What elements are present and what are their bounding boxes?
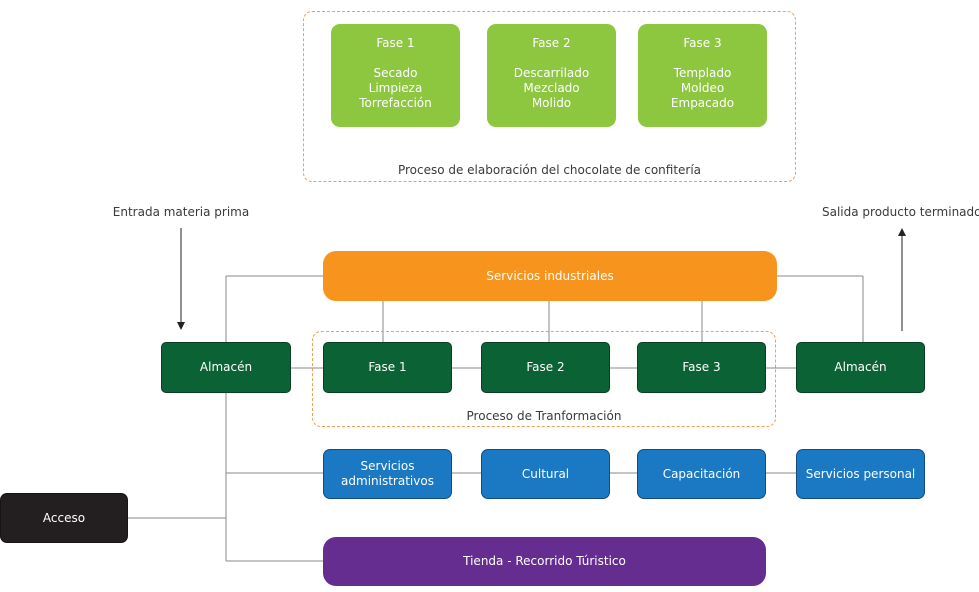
top-phase-1-step-2: Limpieza: [368, 81, 423, 95]
chocolate-process-region: [303, 11, 796, 182]
acceso-label: Acceso: [42, 510, 86, 525]
top-phase-2-step-3: Molido: [531, 96, 572, 110]
top-phase-3-step-1: Templado: [673, 66, 732, 80]
almacen-out-box: Almacén: [796, 342, 925, 393]
top-phase-1-step-3: Torrefacción: [359, 96, 432, 110]
servicios-industriales-box: Servicios industriales: [323, 251, 777, 301]
top-phase-3-step-3: Empacado: [670, 96, 735, 110]
acceso-box: Acceso: [0, 493, 128, 543]
almacen-out-label: Almacén: [834, 360, 887, 374]
fase-3-box: Fase 3: [637, 342, 766, 393]
fase-1-label: Fase 1: [368, 360, 407, 374]
top-phase-2-title: Fase 2: [532, 36, 571, 50]
transformation-region: [312, 331, 776, 427]
top-phase-2-step-1: Descarrilado: [513, 66, 590, 80]
almacen-in-label: Almacén: [199, 360, 253, 374]
cultural-box: Cultural: [481, 449, 610, 499]
cultural-label: Cultural: [521, 466, 570, 481]
servicios-personal-label: Servicios personal: [805, 466, 916, 481]
fase-3-label: Fase 3: [682, 360, 721, 374]
servicios-industriales-label: Servicios industriales: [486, 268, 614, 283]
chocolate-process-caption: Proceso de elaboración del chocolate de …: [397, 163, 702, 177]
salida-label: Salida producto terminado: [822, 205, 979, 219]
servicios-administrativos-label: Servicios administrativos: [341, 459, 434, 488]
top-phase-1: Fase 1 Secado Limpieza Torrefacción: [331, 24, 460, 127]
tienda-label: Tienda - Recorrido Túristico: [463, 554, 626, 568]
entrada-label: Entrada materia prima: [112, 205, 250, 219]
top-phase-1-step-1: Secado: [373, 66, 418, 80]
capacitacion-label: Capacitación: [662, 466, 741, 481]
fase-2-box: Fase 2: [481, 342, 610, 393]
top-phase-3: Fase 3 Templado Moldeo Empacado: [638, 24, 767, 127]
transformation-caption: Proceso de Tranformación: [466, 409, 622, 423]
fase-1-box: Fase 1: [323, 342, 452, 393]
fase-2-label: Fase 2: [526, 360, 565, 374]
top-phase-2: Fase 2 Descarrilado Mezclado Molido: [487, 24, 616, 127]
almacen-in-box: Almacén: [161, 342, 291, 393]
servicios-administrativos-box: Servicios administrativos: [323, 449, 452, 499]
top-phase-1-title: Fase 1: [376, 36, 415, 50]
top-phase-3-step-2: Moldeo: [680, 81, 725, 95]
tienda-box: Tienda - Recorrido Túristico: [323, 537, 766, 586]
top-phase-2-step-2: Mezclado: [523, 81, 580, 95]
servicios-personal-box: Servicios personal: [796, 449, 925, 499]
top-phase-3-title: Fase 3: [683, 36, 722, 50]
capacitacion-box: Capacitación: [637, 449, 766, 499]
